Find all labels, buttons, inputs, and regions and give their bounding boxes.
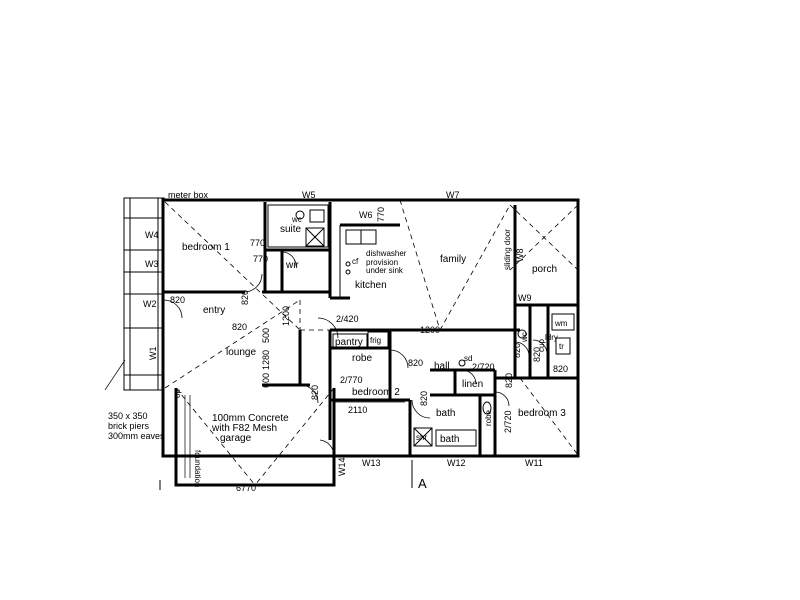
dim-600: 600 bbox=[261, 373, 271, 388]
label-wc-suite: wc bbox=[291, 215, 302, 224]
dim-2-420: 2/420 bbox=[336, 314, 359, 324]
label-wc-2: wc bbox=[520, 332, 529, 343]
dim-820-bath: 820 bbox=[419, 391, 429, 406]
roof-hip-lines bbox=[164, 199, 579, 486]
dim-820-wc: 820 bbox=[532, 347, 542, 362]
window-w12: W12 bbox=[447, 458, 466, 468]
dim-820-b3b: 820 bbox=[512, 343, 522, 358]
window-w14: W14 bbox=[337, 457, 347, 476]
label-pantry: pantry bbox=[335, 337, 363, 348]
dim-500: 500 bbox=[261, 328, 271, 343]
label-linen: linen bbox=[462, 379, 483, 390]
label-entry: entry bbox=[203, 305, 225, 316]
dim-820-hall: 820 bbox=[408, 358, 423, 368]
note-foundation: foundation bbox=[193, 450, 202, 487]
dim-770-b: 770 bbox=[253, 254, 268, 264]
dim-770-w6: 770 bbox=[376, 207, 386, 222]
window-w2: W2 bbox=[143, 299, 157, 309]
window-w8: W8 bbox=[515, 249, 525, 263]
label-provision: provision bbox=[366, 258, 398, 267]
label-cup: cup bbox=[537, 339, 546, 352]
label-bedroom-2: bedroom 2 bbox=[352, 387, 400, 398]
label-under-sink: under sink bbox=[366, 266, 404, 275]
window-labels: W1 W2 W3 W4 W5 W6 W7 W8 W9 W11 W12 W13 W… bbox=[143, 190, 543, 476]
misc-lines bbox=[104, 359, 413, 490]
label-frig: frig bbox=[370, 336, 381, 345]
label-bedroom-1: bedroom 1 bbox=[182, 242, 230, 253]
dim-6770: 6770 bbox=[236, 483, 256, 493]
window-w1: W1 bbox=[148, 347, 158, 361]
dim-2-720-a: 2/720 bbox=[472, 362, 495, 372]
label-robe-2: robe bbox=[484, 409, 493, 426]
note-concrete-2: with F82 Mesh bbox=[211, 423, 277, 434]
note-concrete-1: 100mm Concrete bbox=[212, 413, 289, 424]
window-w13: W13 bbox=[362, 458, 381, 468]
label-garage: garage bbox=[220, 433, 252, 444]
note-op: op bbox=[173, 389, 182, 398]
window-w9: W9 bbox=[518, 293, 532, 303]
label-ldry: ldry bbox=[545, 333, 558, 342]
dim-1200-h: 1200 bbox=[420, 325, 440, 335]
drawing-notes: meter box op 350 x 350 brick piers 300mm… bbox=[108, 190, 427, 491]
label-robe: robe bbox=[352, 353, 372, 364]
bath-tub bbox=[435, 429, 477, 447]
dim-820-entry: 820 bbox=[170, 295, 185, 305]
window-w6: W6 bbox=[359, 210, 373, 220]
fixtures bbox=[267, 204, 575, 447]
note-piers-2: brick piers bbox=[108, 421, 150, 431]
label-kitchen: kitchen bbox=[355, 280, 387, 291]
section-marker-a: A bbox=[418, 476, 427, 491]
dim-770-a: 770 bbox=[250, 238, 265, 248]
outer-walls bbox=[123, 197, 580, 487]
label-cf: cf bbox=[352, 257, 359, 266]
label-shr: shr bbox=[416, 433, 427, 442]
dim-1280: 1280 bbox=[261, 350, 271, 370]
label-hall: hall bbox=[434, 361, 450, 372]
label-tr: tr bbox=[559, 342, 564, 351]
label-bath-room: bath bbox=[436, 408, 455, 419]
note-piers-3: 300mm eaves bbox=[108, 431, 165, 441]
label-dishwasher: dishwasher bbox=[366, 249, 407, 258]
door-swings bbox=[163, 251, 548, 457]
window-w11: W11 bbox=[525, 458, 543, 468]
label-family: family bbox=[440, 254, 466, 265]
label-bedroom-3: bedroom 3 bbox=[518, 408, 566, 419]
shower bbox=[413, 427, 433, 447]
note-meter-box: meter box bbox=[168, 190, 209, 200]
window-w3: W3 bbox=[145, 259, 159, 269]
window-w4: W4 bbox=[145, 230, 159, 240]
dim-2-720-b: 2/720 bbox=[503, 410, 513, 433]
dim-820-ldry: 820 bbox=[553, 364, 568, 374]
room-labels: bedroom 1 suite wc wir family kitchen di… bbox=[182, 215, 568, 445]
dim-820-garage: 820 bbox=[310, 385, 320, 400]
dimension-labels: 770 770 820 820 820 1200 1280 500 600 2/… bbox=[170, 207, 568, 493]
label-lounge: lounge bbox=[226, 347, 256, 358]
label-suite: suite bbox=[280, 224, 302, 235]
dim-2-770: 2/770 bbox=[340, 375, 363, 385]
dim-820-b3a: 820 bbox=[504, 373, 514, 388]
window-w5: W5 bbox=[302, 190, 316, 200]
window-w7: W7 bbox=[446, 190, 460, 200]
label-wm: wm bbox=[554, 319, 568, 328]
label-wir: wir bbox=[285, 260, 299, 271]
dim-2110: 2110 bbox=[348, 405, 367, 415]
suite-shower bbox=[305, 227, 325, 247]
dim-1200-v: 1200 bbox=[281, 306, 291, 326]
label-sliding-door: sliding door bbox=[503, 229, 512, 270]
label-porch: porch bbox=[532, 264, 557, 275]
dim-820-side: 820 bbox=[240, 290, 250, 305]
label-sd: sd bbox=[464, 354, 472, 363]
label-bath-tub: bath bbox=[440, 434, 459, 445]
note-piers-1: 350 x 350 bbox=[108, 411, 148, 421]
dim-820-lounge: 820 bbox=[232, 322, 247, 332]
